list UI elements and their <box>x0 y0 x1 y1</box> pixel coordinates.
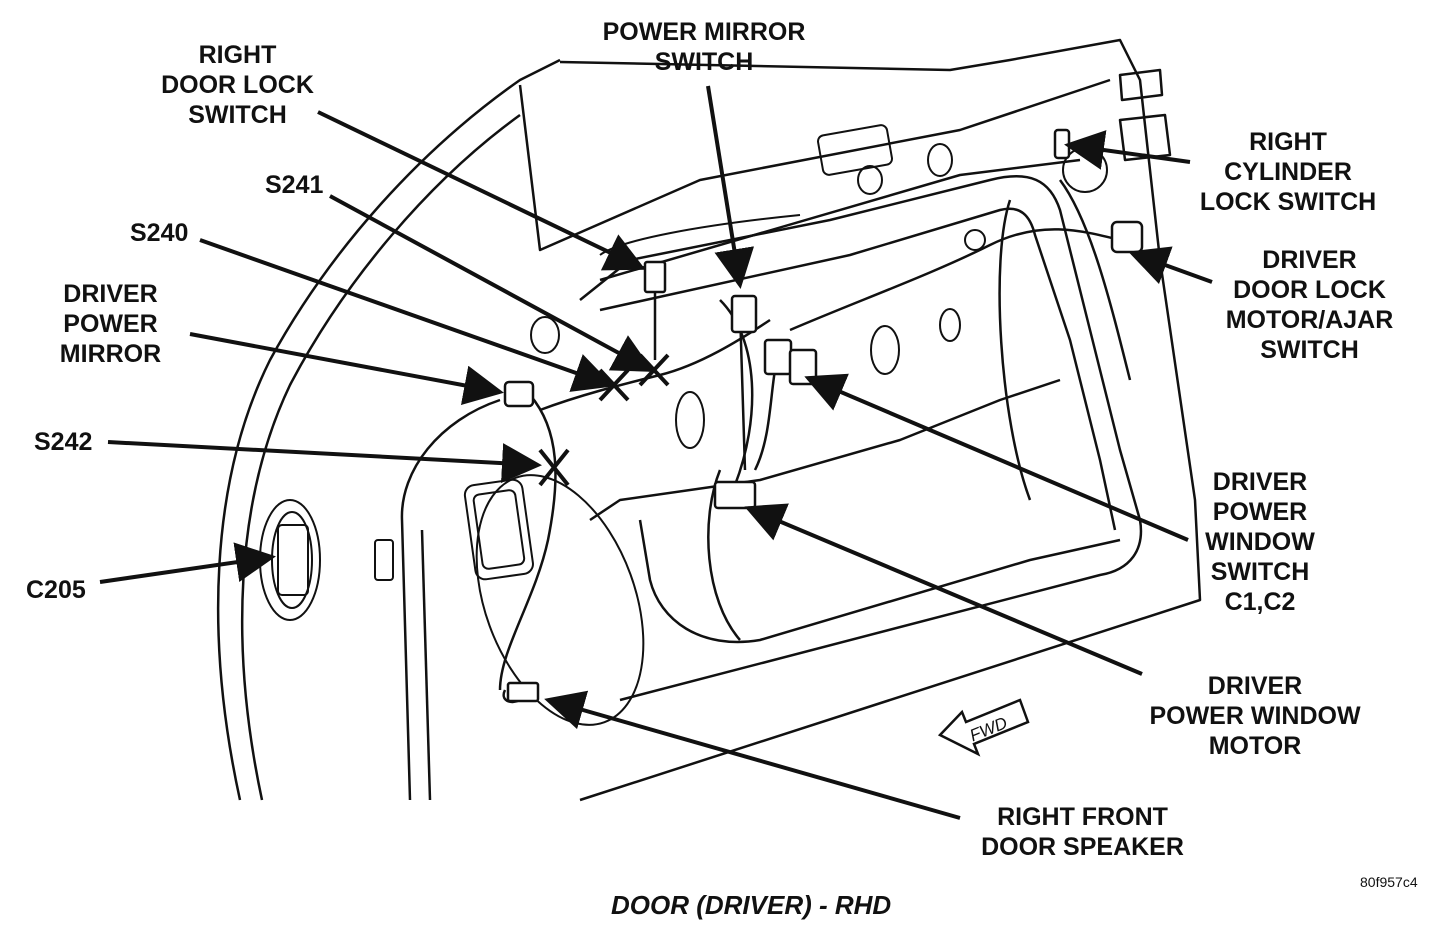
splice-markers <box>538 353 670 487</box>
label-right-cylinder-lock-switch: RIGHT CYLINDER LOCK SWITCH <box>1199 128 1377 216</box>
arrow-s240 <box>199 238 614 392</box>
inner-panel-openings <box>259 124 1108 726</box>
label-c205: C205 <box>26 576 86 604</box>
arrow-right-front-door-speaker <box>544 690 961 820</box>
arrow-right-door-lock-switch <box>317 110 646 271</box>
arrow-driver-power-window-motor <box>744 503 1143 676</box>
label-power-mirror-switch: POWER MIRROR SWITCH <box>602 18 806 76</box>
label-driver-power-window-switch: DRIVER POWER WINDOW SWITCH C1,C2 <box>1205 468 1315 616</box>
arrow-driver-power-mirror <box>189 332 504 406</box>
label-s241: S241 <box>265 171 324 199</box>
fwd-arrow-icon: FWD <box>937 698 1030 757</box>
label-right-front-door-speaker: RIGHT FRONT DOOR SPEAKER <box>981 803 1184 861</box>
label-driver-power-window-motor: DRIVER POWER WINDOW MOTOR <box>1149 672 1361 760</box>
label-s240: S240 <box>130 219 189 247</box>
arrow-s241 <box>329 194 654 372</box>
leader-arrows <box>99 85 1213 820</box>
label-s242: S242 <box>34 428 93 456</box>
door-body-outline <box>216 38 1202 802</box>
diagram-caption: DOOR (DRIVER) - RHD <box>611 890 892 920</box>
figure-code: 80f957c4 <box>1360 874 1418 890</box>
label-driver-power-mirror: DRIVER POWER MIRROR <box>59 280 162 368</box>
arrow-s242 <box>107 440 542 484</box>
arrow-driver-door-lock-motor <box>1128 246 1213 285</box>
arrow-power-mirror-switch <box>706 85 755 289</box>
label-driver-door-lock-motor: DRIVER DOOR LOCK MOTOR/AJAR SWITCH <box>1225 246 1394 364</box>
arrow-driver-power-window-switch <box>804 373 1189 542</box>
label-right-door-lock-switch: RIGHT DOOR LOCK SWITCH <box>161 41 314 129</box>
arrow-c205 <box>99 542 276 584</box>
arrow-right-cylinder-lock-switch <box>1064 130 1191 170</box>
